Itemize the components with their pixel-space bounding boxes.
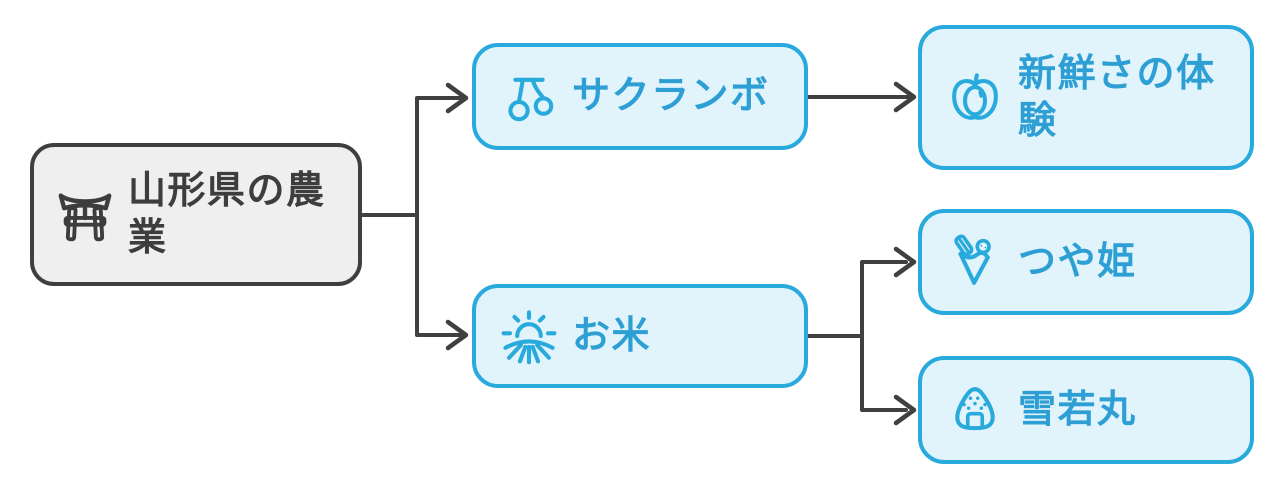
torii-gate-icon [54,184,116,246]
node-label: 新鮮さの体 験 [1018,52,1216,142]
arrowhead-icon [893,246,917,278]
node-yamagata-agriculture: 山形県の農 業 [30,143,362,286]
arrowhead-icon [445,82,469,114]
node-okome: お米 [472,284,808,388]
node-fresh-experience: 新鮮さの体 験 [918,25,1254,170]
plum-fruit-icon [946,69,1004,127]
node-yukiwakamaru: 雪若丸 [918,356,1254,464]
node-sakuranbo: サクランボ [472,43,808,150]
node-label: 雪若丸 [1018,388,1137,431]
sunrise-field-icon [500,307,558,365]
node-tsuyahime: つや姫 [918,209,1254,315]
edge-rice-to-yukiwakamaru [860,334,908,412]
arrowhead-icon [445,319,469,351]
edge-root-to-cherry [360,96,462,217]
node-label: 山形県の農 業 [128,169,326,259]
node-label: お米 [572,314,652,357]
edge-rice-to-tsuyahime [806,260,908,338]
cherry-icon [500,68,558,126]
arrowhead-icon [893,81,917,113]
crepe-icon [946,233,1004,291]
arrowhead-icon [893,394,917,426]
edge-root-to-rice [415,213,462,337]
onigiri-icon [946,381,1004,439]
node-label: サクランボ [572,75,770,117]
node-label: つや姫 [1018,240,1137,283]
